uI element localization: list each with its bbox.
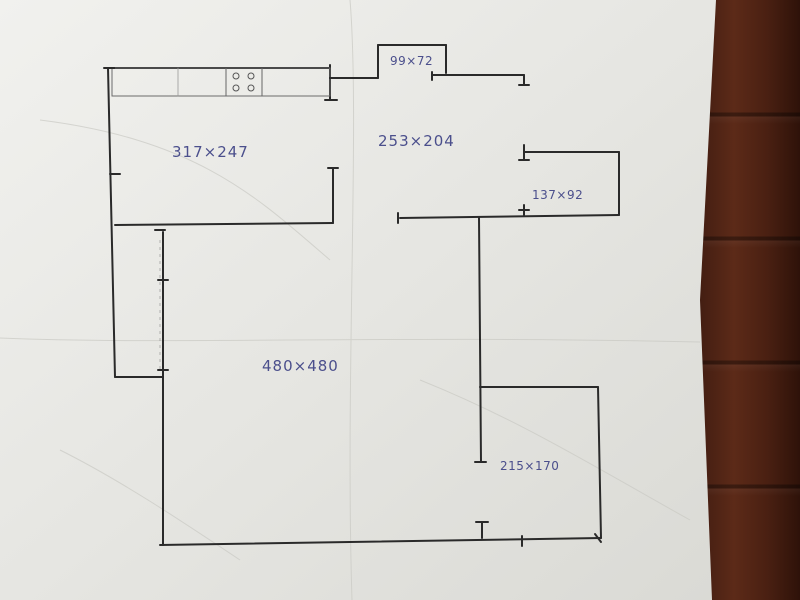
stove-burners-icon: [232, 72, 255, 92]
room-label-kitchen: 317×247: [172, 143, 249, 161]
paper-shape: [0, 0, 716, 600]
paper-creases: [0, 0, 701, 600]
room-label-living: 480×480: [262, 357, 339, 375]
wall-ticks: [103, 67, 602, 547]
room-label-bedroom: 215×170: [500, 459, 559, 473]
room-label-hall: 253×204: [378, 132, 455, 150]
room-label-closet: 99×72: [390, 54, 433, 68]
walls: [107, 44, 620, 546]
room-label-bathroom: 137×92: [532, 188, 583, 202]
